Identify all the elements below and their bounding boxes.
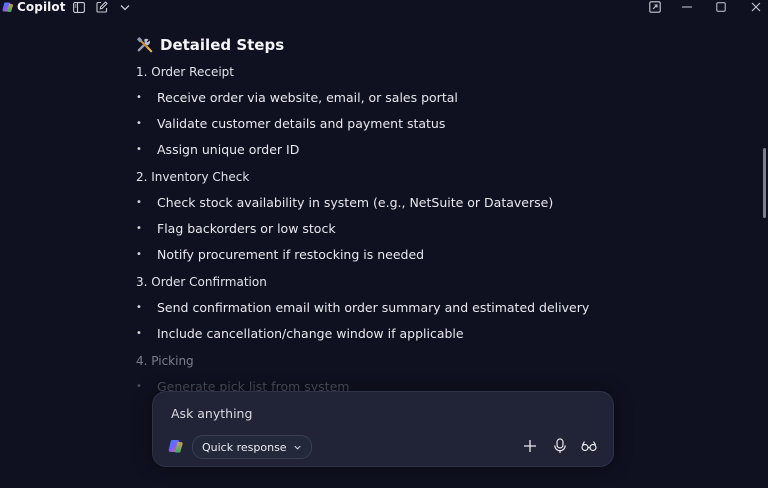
- response-mode-dropdown[interactable]: Quick response: [192, 435, 312, 459]
- section-title-text: Detailed Steps: [160, 36, 285, 54]
- sidebar-toggle-icon[interactable]: [72, 0, 86, 14]
- copilot-logo-icon: [168, 440, 183, 453]
- chevron-down-icon: [293, 445, 301, 450]
- list-item: • Assign unique order ID: [136, 142, 299, 157]
- bullet-glyph: •: [136, 223, 142, 234]
- list-item: • Receive order via website, email, or s…: [136, 90, 458, 105]
- list-item: • Include cancellation/change window if …: [136, 326, 464, 341]
- voice-input-button[interactable]: [550, 436, 570, 456]
- plus-icon: [524, 440, 536, 452]
- list-item-text: Generate pick list from system: [157, 379, 350, 394]
- list-item: • Flag backorders or low stock: [136, 221, 336, 236]
- message-composer[interactable]: Ask anything Quick response: [152, 391, 614, 467]
- tools-emoji-icon: [137, 37, 153, 53]
- scrollbar-thumb[interactable]: [763, 148, 766, 218]
- close-icon[interactable]: [749, 0, 763, 14]
- vision-button[interactable]: [579, 436, 599, 456]
- list-item-text: Receive order via website, email, or sal…: [157, 90, 458, 105]
- maximize-icon[interactable]: [714, 0, 728, 14]
- list-item-text: Include cancellation/change window if ap…: [157, 326, 464, 341]
- section-title: Detailed Steps: [136, 36, 284, 54]
- list-item-text: Send confirmation email with order summa…: [157, 300, 590, 315]
- glasses-icon: [581, 441, 597, 452]
- bullet-glyph: •: [136, 144, 142, 155]
- minimize-icon[interactable]: [680, 0, 694, 14]
- step-heading-order-receipt: 1. Order Receipt: [136, 65, 234, 79]
- bullet-glyph: •: [136, 118, 142, 129]
- list-item: • Notify procurement if restocking is ne…: [136, 247, 424, 262]
- list-item-text: Notify procurement if restocking is need…: [157, 247, 425, 262]
- copilot-logo-icon: [2, 2, 13, 12]
- message-input[interactable]: Ask anything: [171, 406, 253, 421]
- list-item: • Check stock availability in system (e.…: [136, 195, 553, 210]
- add-attachment-button[interactable]: [520, 436, 540, 456]
- step-heading-order-confirmation: 3. Order Confirmation: [136, 275, 267, 289]
- response-mode-label: Quick response: [202, 440, 287, 454]
- chat-content: Detailed Steps 1. Order Receipt • Receiv…: [0, 14, 768, 488]
- list-item-text: Flag backorders or low stock: [157, 221, 336, 236]
- pop-out-icon[interactable]: [648, 0, 662, 14]
- new-chat-icon[interactable]: [95, 0, 109, 14]
- app-name: Copilot: [17, 0, 66, 14]
- list-item-text: Validate customer details and payment st…: [157, 116, 446, 131]
- title-bar: Copilot: [0, 0, 768, 14]
- bullet-glyph: •: [136, 328, 142, 339]
- app-brand: Copilot: [2, 0, 66, 14]
- step-heading-inventory-check: 2. Inventory Check: [136, 170, 250, 184]
- step-heading-picking: 4. Picking: [136, 354, 194, 368]
- list-item: • Send confirmation email with order sum…: [136, 300, 589, 315]
- bullet-glyph: •: [136, 381, 142, 392]
- list-item-text: Assign unique order ID: [157, 142, 300, 157]
- list-item-text: Check stock availability in system (e.g.…: [157, 195, 554, 210]
- bullet-glyph: •: [136, 197, 142, 208]
- bullet-glyph: •: [136, 92, 142, 103]
- microphone-icon: [554, 438, 566, 453]
- bullet-glyph: •: [136, 302, 142, 313]
- bullet-glyph: •: [136, 249, 142, 260]
- list-item: • Generate pick list from system: [136, 379, 349, 394]
- chevron-down-icon[interactable]: [118, 0, 132, 14]
- list-item: • Validate customer details and payment …: [136, 116, 445, 131]
